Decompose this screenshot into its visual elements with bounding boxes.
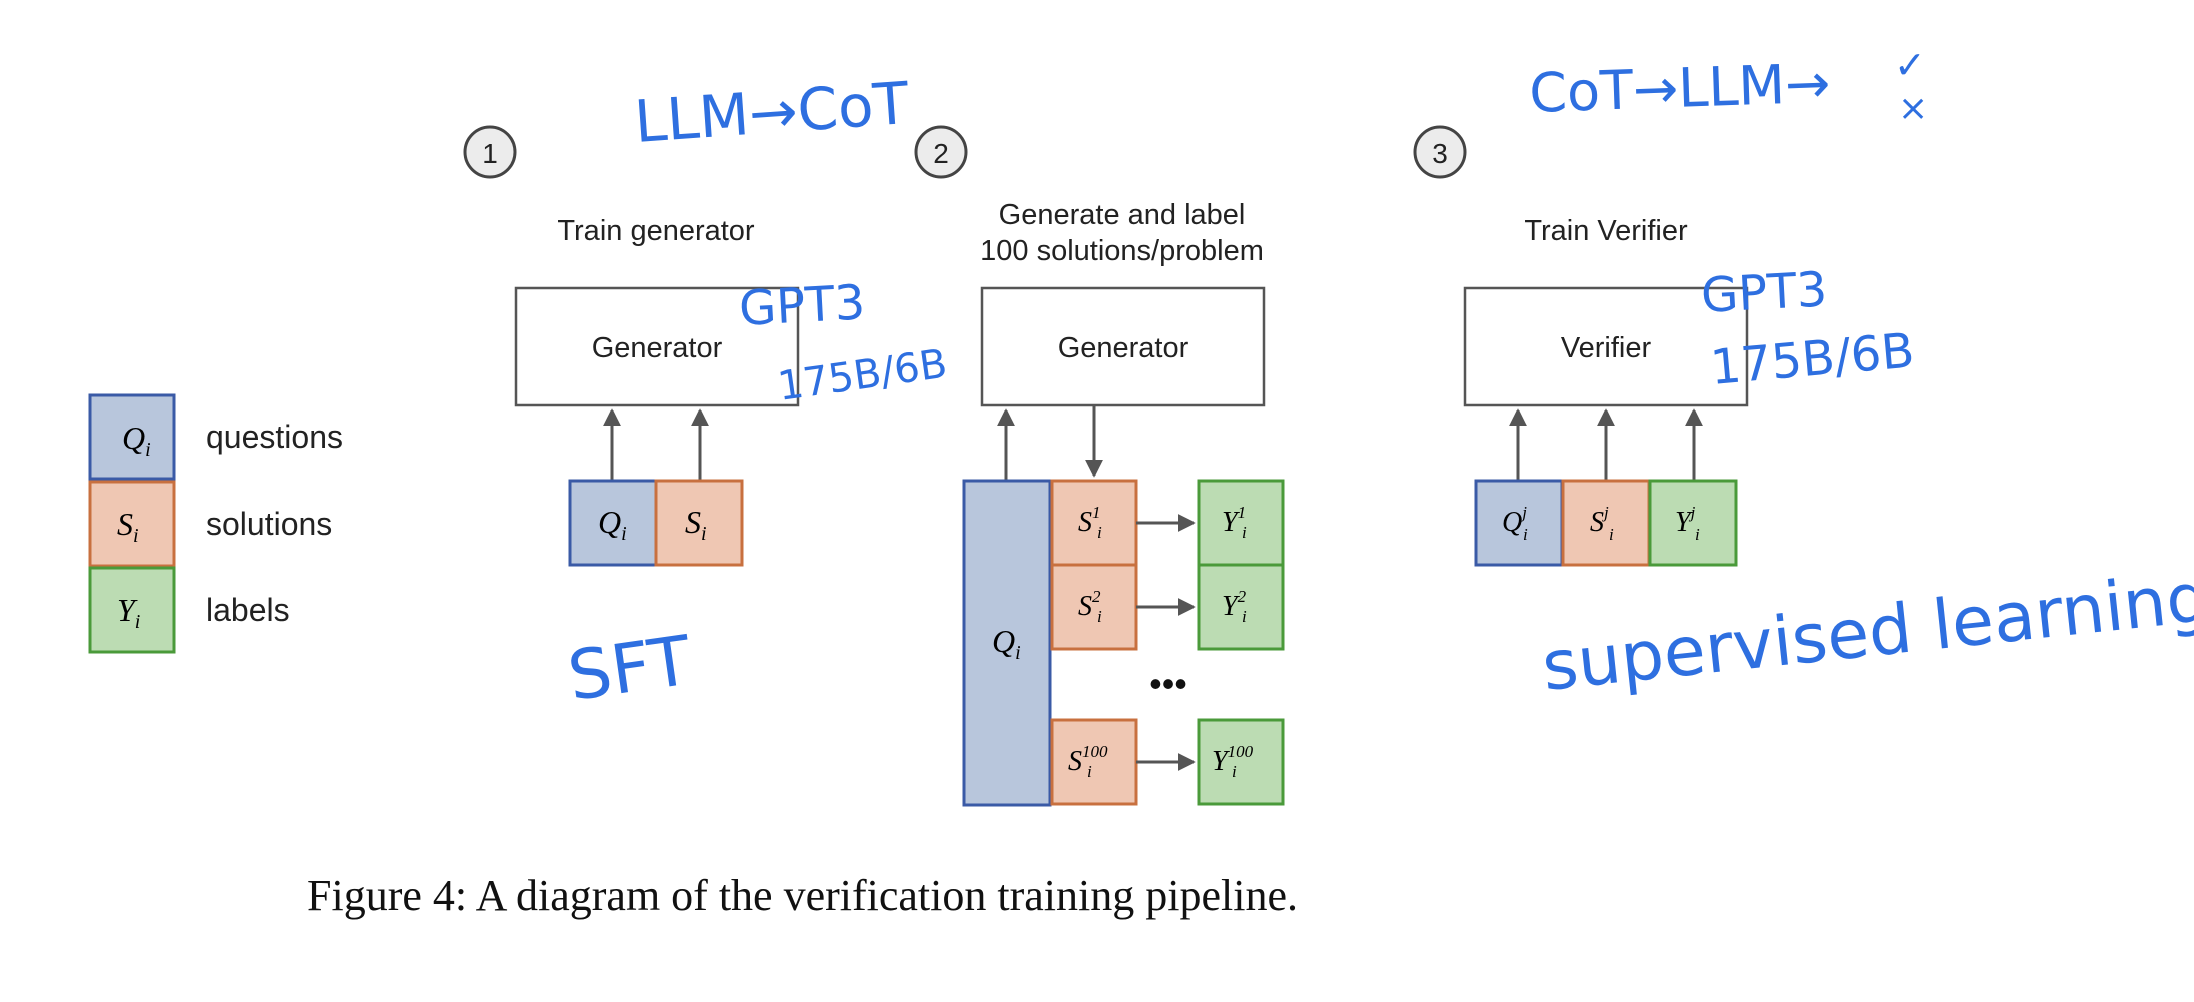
step-1-number-badge — [463, 125, 517, 179]
step-1-title: Train generator — [557, 215, 755, 247]
step-1-question-symbol: Qi — [598, 504, 627, 545]
annotation-size-left: 175B/6B — [775, 341, 950, 410]
step-3-label-cell — [1648, 479, 1738, 567]
legend-item-solutions: Si solutions — [88, 480, 332, 568]
step-2-row-100: S100 i Y100 i — [1050, 718, 1285, 806]
legend-question-label: questions — [206, 419, 343, 455]
legend-question-symbol: Qi — [122, 420, 151, 461]
step-2-row-2: S2 i Y2 i — [1050, 563, 1285, 651]
step-3-label-subscript: i — [1695, 525, 1700, 544]
step-2-solution-2-subscript: i — [1097, 607, 1102, 626]
step-3-number: 3 — [1432, 138, 1448, 169]
legend-label-symbol: Yi — [117, 592, 140, 633]
annotation-check: ✓ — [1894, 43, 1926, 87]
figure-caption: Figure 4: A diagram of the verification … — [307, 871, 1298, 920]
step-2-label-100-cell — [1197, 718, 1285, 806]
step-1-generator-box — [514, 286, 800, 407]
step-3-verifier-label: Verifier — [1561, 332, 1652, 364]
step-3-title: Train Verifier — [1524, 215, 1688, 247]
step-3-solution-symbol: Sj — [1590, 503, 1609, 538]
step-2-generator-label: Generator — [1058, 332, 1189, 364]
annotation-cross: × — [1898, 88, 1928, 129]
step-3-solution-subscript: i — [1609, 525, 1614, 544]
step-2-number-badge — [914, 125, 968, 179]
step-2-solution-100-symbol: S100 — [1068, 742, 1108, 777]
step-2-title-line-2: 100 solutions/problem — [980, 235, 1264, 267]
step-2-label-1-symbol: Y1 — [1222, 503, 1246, 538]
step-2-label-2-subscript: i — [1242, 607, 1247, 626]
step-2-solution-1-symbol: S1 — [1078, 503, 1101, 538]
step-3: 3 Train Verifier Verifier Qj i Sj i Yj i — [1413, 125, 1749, 567]
step-3-verifier-box — [1463, 286, 1749, 407]
step-1-question-cell — [568, 479, 658, 567]
step-2-label-100-symbol: Y100 — [1212, 742, 1254, 777]
step-2-ellipsis: ••• — [1149, 663, 1187, 704]
legend-label-swatch — [88, 566, 176, 654]
step-2-solution-100-cell — [1050, 718, 1138, 806]
step-1: 1 Train generator Generator Qi Si — [463, 125, 800, 567]
legend-solution-symbol: Si — [117, 506, 139, 547]
legend-item-labels: Yi labels — [88, 566, 290, 654]
step-3-label-symbol: Yj — [1675, 503, 1696, 538]
annotation-gpt3-left: GPT3 — [738, 274, 867, 337]
step-2-question-symbol: Qi — [992, 623, 1021, 664]
step-2: 2 Generate and label 100 solutions/probl… — [914, 125, 1285, 807]
step-2-generator-box — [980, 286, 1266, 407]
annotation-cot-llm: CoT→LLM→ — [1528, 52, 1831, 125]
step-3-solution-cell — [1561, 479, 1651, 567]
annotation-sft: SFT — [563, 621, 696, 716]
handwritten-annotations: LLM→CoT GPT3 175B/6B SFT CoT→LLM→ ✓ × GP… — [563, 43, 2194, 717]
step-2-solution-2-cell — [1050, 563, 1138, 651]
step-3-question-subscript: i — [1523, 525, 1528, 544]
step-2-label-1-subscript: i — [1242, 523, 1247, 542]
step-2-solution-1-subscript: i — [1097, 523, 1102, 542]
legend-item-questions: Qi questions — [88, 393, 343, 481]
step-1-solution-cell — [654, 479, 744, 567]
step-3-question-symbol: Qj — [1502, 503, 1527, 538]
annotation-llm-cot: LLM→CoT — [632, 69, 911, 156]
step-1-generator-label: Generator — [592, 332, 723, 364]
legend-solution-label: solutions — [206, 506, 332, 542]
step-3-question-cell — [1474, 479, 1564, 567]
step-2-question-column — [962, 479, 1052, 807]
step-2-solution-100-subscript: i — [1087, 762, 1092, 781]
step-2-number: 2 — [933, 138, 949, 169]
step-2-solution-2-symbol: S2 — [1078, 587, 1101, 622]
step-2-label-1-cell — [1197, 479, 1285, 567]
step-2-label-2-symbol: Y2 — [1222, 587, 1247, 622]
annotation-gpt3-right: GPT3 — [1700, 261, 1829, 324]
step-3-number-badge — [1413, 125, 1467, 179]
legend-solution-swatch — [88, 480, 176, 568]
step-2-title-line-1: Generate and label — [999, 199, 1246, 231]
legend-label-text: labels — [206, 592, 290, 628]
legend-question-swatch — [88, 393, 176, 481]
annotation-supervised-learning: supervised learning — [1539, 558, 2194, 707]
step-2-label-100-subscript: i — [1232, 762, 1237, 781]
step-2-row-1: S1 i Y1 i — [1050, 479, 1285, 567]
step-1-number: 1 — [482, 138, 498, 169]
step-2-solution-1-cell — [1050, 479, 1138, 567]
step-1-solution-symbol: Si — [685, 504, 707, 545]
legend: Qi questions Si solutions Yi labels — [88, 393, 343, 654]
step-2-label-2-cell — [1197, 563, 1285, 651]
